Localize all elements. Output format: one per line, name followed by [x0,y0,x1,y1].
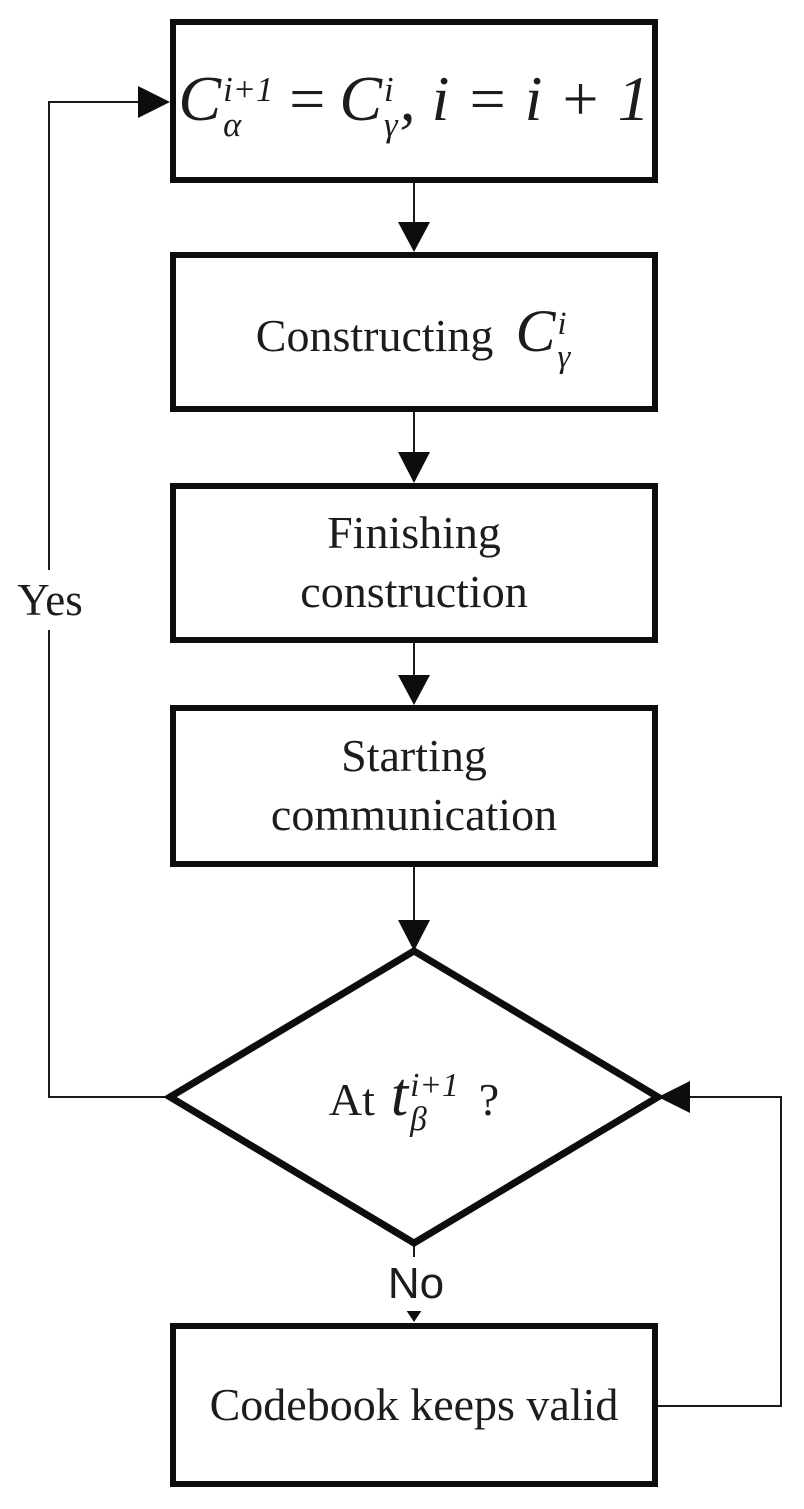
starting-line2: communication [270,789,558,840]
arrowhead-to-finishing [398,452,430,483]
process-box-codebook-keeps-valid: Codebook keeps valid [170,1323,658,1487]
arrowhead-to-decision [398,920,430,951]
arrowhead-to-starting [398,675,430,705]
formula-equals: = [289,62,326,134]
constructing-c-superscript: i [557,305,567,342]
formula-c1-superscript: i+1 [223,70,274,109]
formula-c1-subscript: α [223,106,242,145]
constructing-c: C [515,298,556,365]
formula-c2-superscript: i [384,70,394,109]
arrowhead-no-to-valid [406,1310,422,1322]
finishing-line2: construction [300,566,528,617]
arrowhead-to-constructing [398,222,430,252]
formula-c2: C [339,62,383,134]
arrowhead-yes-to-assign [138,86,170,118]
decision-prefix: At [328,1073,375,1125]
finishing-line1: Finishing [327,507,501,559]
decision-diamond [163,946,665,1248]
yes-edge-label: Yes [6,570,94,630]
decision-t: t [390,1060,409,1129]
starting-label: Starting communication [271,727,557,845]
starting-line1: Starting [341,730,487,782]
edge-valid-to-decision-loop [658,1096,782,1407]
formula-c2-subscript: γ [384,106,398,145]
decision-question-mark: ? [478,1073,500,1125]
formula-c1: C [178,62,222,134]
process-box-starting-communication: Starting communication [170,705,658,867]
decision-t-subscript: β [410,1101,427,1139]
constructing-text: Constructing [255,310,494,362]
valid-label: Codebook keeps valid [209,1378,619,1430]
process-box-finishing-construction: Finishing construction [170,483,658,643]
decision-t-superscript: i+1 [410,1067,459,1105]
formula-increment: , i = i + 1 [399,62,650,134]
constructing-c-subscript: γ [557,338,571,375]
no-edge-label: No [384,1257,448,1311]
arrowhead-loop-to-decision [658,1081,690,1113]
finishing-label: Finishing construction [300,504,527,622]
